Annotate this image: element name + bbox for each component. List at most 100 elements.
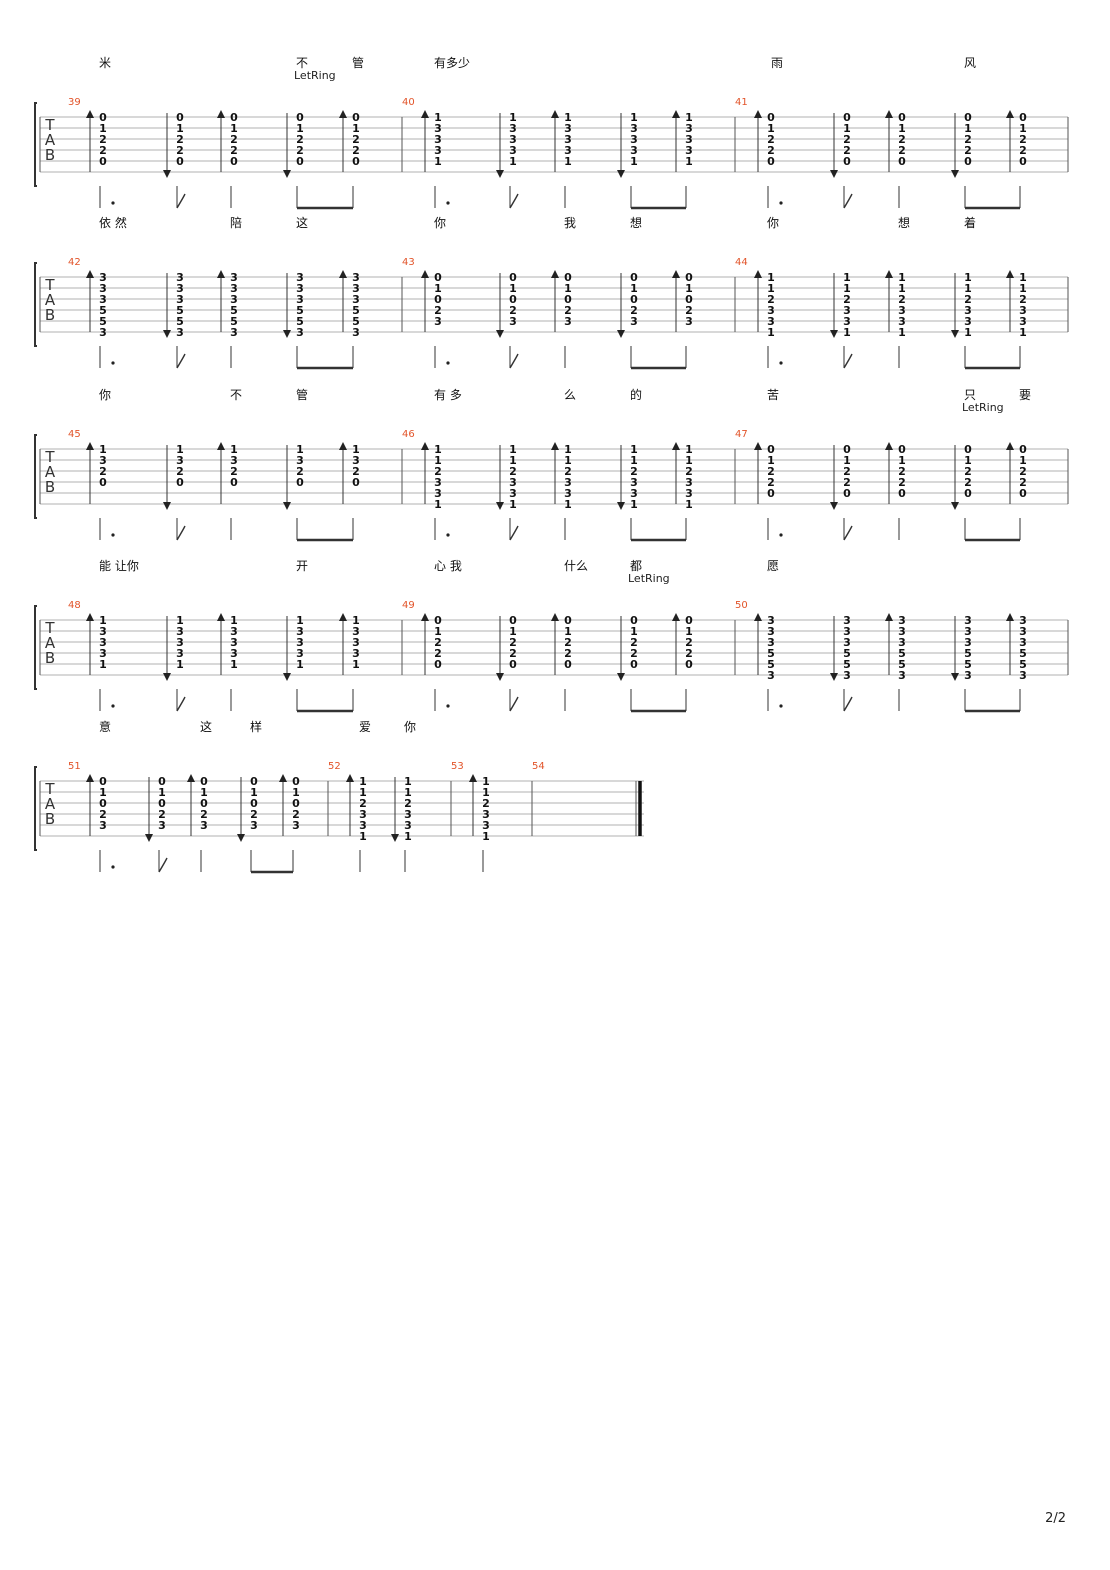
fret-number: 0 bbox=[843, 487, 851, 500]
fret-number: 1 bbox=[99, 122, 107, 135]
fret-number: 3 bbox=[230, 454, 238, 467]
fret-number: 5 bbox=[898, 647, 906, 660]
fret-number: 1 bbox=[564, 111, 572, 124]
fret-number: 1 bbox=[767, 326, 775, 339]
fret-number: 5 bbox=[1019, 658, 1027, 671]
fret-number: 0 bbox=[964, 443, 972, 456]
fret-number: 1 bbox=[1019, 271, 1027, 284]
fret-number: 2 bbox=[99, 808, 107, 821]
fret-number: 2 bbox=[898, 476, 906, 489]
fret-number: 3 bbox=[352, 647, 360, 660]
fret-number: 2 bbox=[296, 133, 304, 146]
fret-number: 0 bbox=[767, 487, 775, 500]
tab-clef-letter: B bbox=[45, 810, 55, 828]
fret-number: 3 bbox=[434, 315, 442, 328]
fret-number: 3 bbox=[352, 625, 360, 638]
fret-number: 3 bbox=[352, 454, 360, 467]
fret-number: 1 bbox=[200, 786, 208, 799]
strum-down-arrowhead bbox=[830, 170, 838, 178]
fret-number: 3 bbox=[509, 487, 517, 500]
fret-number: 1 bbox=[898, 454, 906, 467]
strum-down-arrowhead bbox=[283, 673, 291, 681]
strum-up-arrowhead bbox=[551, 442, 559, 450]
fret-number: 2 bbox=[564, 647, 572, 660]
fret-number: 1 bbox=[230, 443, 238, 456]
fret-number: 3 bbox=[1019, 625, 1027, 638]
measure-number: 41 bbox=[735, 97, 748, 108]
rhythm-dot bbox=[446, 361, 450, 365]
lyric-syllable: 你 bbox=[434, 216, 446, 230]
fret-number: 0 bbox=[230, 111, 238, 124]
fret-number: 1 bbox=[767, 122, 775, 135]
fret-number: 0 bbox=[296, 476, 304, 489]
fret-number: 1 bbox=[404, 830, 412, 843]
fret-number: 3 bbox=[964, 614, 972, 627]
fret-number: 0 bbox=[434, 271, 442, 284]
fret-number: 1 bbox=[352, 658, 360, 671]
fret-number: 1 bbox=[352, 614, 360, 627]
lyric-syllable: 依 然 bbox=[99, 215, 127, 230]
fret-number: 2 bbox=[1019, 133, 1027, 146]
fret-number: 1 bbox=[630, 454, 638, 467]
fret-number: 2 bbox=[964, 144, 972, 157]
fret-number: 5 bbox=[296, 315, 304, 328]
fret-number: 1 bbox=[176, 658, 184, 671]
strum-up-arrowhead bbox=[421, 110, 429, 118]
fret-number: 2 bbox=[434, 647, 442, 660]
fret-number: 3 bbox=[843, 625, 851, 638]
strum-up-arrowhead bbox=[754, 442, 762, 450]
fret-number: 3 bbox=[250, 819, 258, 832]
fret-number: 0 bbox=[630, 658, 638, 671]
measure-number: 47 bbox=[735, 429, 748, 440]
fret-number: 3 bbox=[509, 133, 517, 146]
strum-down-arrowhead bbox=[237, 834, 245, 842]
fret-number: 3 bbox=[1019, 304, 1027, 317]
strum-down-arrowhead bbox=[951, 330, 959, 338]
fret-number: 3 bbox=[352, 282, 360, 295]
fret-number: 3 bbox=[99, 636, 107, 649]
fret-number: 1 bbox=[230, 122, 238, 135]
lyric-syllable: 愿 bbox=[767, 559, 779, 573]
fret-number: 5 bbox=[352, 304, 360, 317]
strum-down-arrowhead bbox=[496, 673, 504, 681]
fret-number: 2 bbox=[767, 476, 775, 489]
strum-up-arrowhead bbox=[885, 613, 893, 621]
fret-number: 0 bbox=[685, 271, 693, 284]
fret-number: 3 bbox=[99, 647, 107, 660]
fret-number: 2 bbox=[767, 465, 775, 478]
fret-number: 1 bbox=[250, 786, 258, 799]
fret-number: 2 bbox=[1019, 144, 1027, 157]
tab-clef-letter: A bbox=[45, 291, 56, 309]
fret-number: 1 bbox=[434, 111, 442, 124]
fret-number: 3 bbox=[352, 326, 360, 339]
fret-number: 0 bbox=[630, 293, 638, 306]
fret-number: 2 bbox=[898, 144, 906, 157]
fret-number: 3 bbox=[898, 636, 906, 649]
strum-up-arrowhead bbox=[754, 613, 762, 621]
fret-number: 3 bbox=[434, 487, 442, 500]
lyric-syllable: 不 bbox=[296, 56, 308, 70]
fret-number: 1 bbox=[404, 786, 412, 799]
fret-number: 1 bbox=[630, 282, 638, 295]
fret-number: 1 bbox=[898, 122, 906, 135]
fret-number: 1 bbox=[767, 454, 775, 467]
fret-number: 0 bbox=[843, 155, 851, 168]
lyric-syllable: 能 让你 bbox=[99, 559, 139, 573]
fret-number: 2 bbox=[99, 144, 107, 157]
fret-number: 3 bbox=[564, 487, 572, 500]
fret-number: 3 bbox=[176, 454, 184, 467]
measure-number: 40 bbox=[402, 97, 415, 108]
tab-clef-letter: A bbox=[45, 634, 56, 652]
strum-down-arrowhead bbox=[617, 673, 625, 681]
fret-number: 1 bbox=[964, 122, 972, 135]
fret-number: 0 bbox=[767, 155, 775, 168]
fret-number: 1 bbox=[1019, 122, 1027, 135]
rhythm-flag bbox=[843, 353, 853, 369]
system-bracket bbox=[34, 605, 37, 690]
fret-number: 3 bbox=[685, 476, 693, 489]
strum-down-arrowhead bbox=[283, 502, 291, 510]
fret-number: 2 bbox=[434, 636, 442, 649]
fret-number: 2 bbox=[1019, 293, 1027, 306]
fret-number: 3 bbox=[964, 636, 972, 649]
